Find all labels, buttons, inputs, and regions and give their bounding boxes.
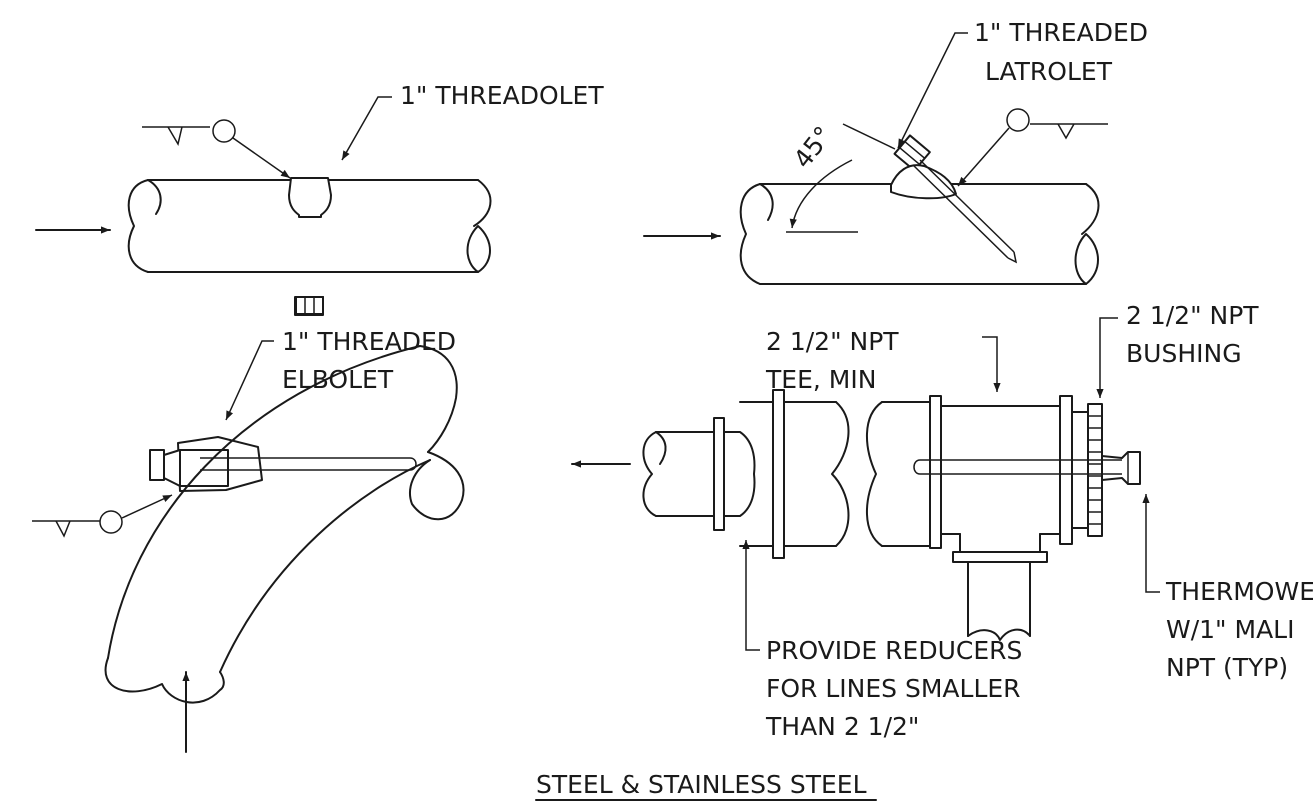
label-angle: 45° bbox=[788, 121, 838, 174]
label-elbolet-2: ELBOLET bbox=[282, 365, 394, 394]
latrolet-detail bbox=[739, 123, 1100, 285]
weld-symbol-threadolet bbox=[142, 119, 291, 179]
label-latrolet-2: LATROLET bbox=[985, 57, 1113, 86]
leader-thermowell bbox=[1142, 494, 1160, 593]
label-reducers-3: THAN 2 1/2" bbox=[765, 712, 919, 741]
hex-head bbox=[295, 296, 324, 315]
threadolet-fitting-real bbox=[295, 296, 324, 315]
label-reducers-1: PROVIDE REDUCERS bbox=[766, 636, 1022, 665]
label-latrolet-1: 1" THREADED bbox=[974, 18, 1148, 47]
leader-elbolet bbox=[225, 340, 274, 421]
leader-bushing bbox=[1096, 317, 1118, 398]
tee-assembly-detail bbox=[642, 389, 1141, 641]
leader-reducers bbox=[742, 540, 760, 651]
label-bushing-1: 2 1/2" NPT bbox=[1126, 301, 1259, 330]
label-elbolet-1: 1" THREADED bbox=[282, 327, 456, 356]
elbolet-detail bbox=[104, 345, 465, 704]
label-tee-2: TEE, MIN bbox=[765, 365, 876, 394]
threadolet-visible bbox=[288, 177, 332, 218]
label-tee-1: 2 1/2" NPT bbox=[766, 327, 899, 356]
drawing-title: STEEL & STAINLESS STEEL bbox=[536, 770, 867, 799]
label-threadolet: 1" THREADOLET bbox=[400, 81, 604, 110]
leader-threadolet bbox=[341, 96, 392, 161]
label-thermowell-1: THERMOWE bbox=[1165, 577, 1313, 606]
label-bushing-2: BUSHING bbox=[1126, 339, 1242, 368]
label-reducers-2: FOR LINES SMALLER bbox=[766, 674, 1021, 703]
label-thermowell-3: NPT (TYP) bbox=[1166, 653, 1288, 682]
leader-tee bbox=[982, 336, 1001, 392]
weld-symbol-latrolet bbox=[957, 108, 1108, 187]
weld-symbol-elbolet bbox=[32, 494, 173, 538]
label-thermowell-2: W/1" MALI bbox=[1166, 615, 1294, 644]
leader-latrolet bbox=[897, 32, 968, 149]
